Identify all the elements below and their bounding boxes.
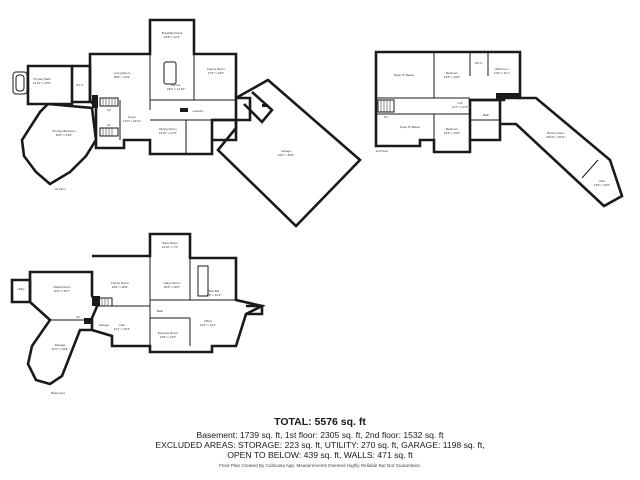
room-text: 30'10" x 15'11" [546,135,566,139]
primary-bedroom-walls [20,102,98,186]
room-text: Dining Room [159,127,177,131]
room-text: Dn [384,115,388,119]
first-floor-labels: Primary Bath 11'10" x 13'6" W.I.C. Prima… [33,31,294,191]
room-text: 14'6" x 14'1" [200,323,216,327]
room-text: 14'8" x 12'0" [444,75,460,79]
laundry-walls [212,118,238,142]
room-text: Family Room [111,281,129,285]
excluded-areas-line-2: OPEN TO BELOW: 439 sq. ft, WALLS: 471 sq… [227,450,413,460]
room-text: 23'8" x 28'4" [164,285,180,289]
basement-plan [10,232,266,386]
room-text: Bath [157,309,164,313]
room-text: 10'1" x 16'3" [114,327,130,331]
room-text: Living Room [114,71,131,75]
room-text: Dn [107,123,111,127]
room-text: 11'10" x 13'6" [33,81,51,85]
room-text: Laundry [193,109,204,113]
room-text: Bathroom [495,67,509,71]
room-text: 17'6" x 24'5" [208,71,224,75]
room-text: Bedroom [446,71,459,75]
second-floor-labels: Open To Below Bedroom 14'8" x 12'0" W.I.… [376,61,611,187]
room-text: Up [76,315,80,319]
room-text: Kitchen [171,83,181,87]
room-text: Open To Below [400,125,421,129]
room-text: Family Room [207,67,225,71]
room-text: Utility [17,287,25,291]
floor-label: 2nd Floor [376,149,389,153]
room-text: 12'8" x 12'1" [164,35,180,39]
utility-walls [10,278,32,304]
room-text: W.I.C. [475,61,483,65]
floor-label: Basement [51,391,65,395]
room-text: 12'10" x 7'6" [162,245,178,249]
second-floor-stairs [377,99,395,113]
room-text: Attic [599,179,605,183]
wet-bar-counter [197,265,209,297]
room-text: 8'5" x 19'4" [207,293,222,297]
room-text: Game Room [163,281,181,285]
basement-storage-walls [246,304,264,316]
room-text: Hall [119,323,125,327]
bathtub [12,71,28,95]
excluded-areas-line: EXCLUDED AREAS: STORAGE: 223 sq. ft, UTI… [155,440,485,450]
room-text: Wet Bar [209,289,220,293]
room-text: Office [204,319,212,323]
room-text: 20'8" x 21'6" [56,133,72,137]
second-floor-plan [374,50,624,208]
room-text: Bedroom [446,127,459,131]
first-floor-plan [12,18,362,228]
kitchen-island [163,61,177,85]
room-text: Storage [55,343,66,347]
room-text: 18'4" x 17'10" [167,87,185,91]
floor-plan-drawing: Primary Bath 11'10" x 13'6" W.I.C. Prima… [10,18,624,395]
disclaimer: Floor Plan Created By Cubicasa App. Meas… [219,463,421,468]
room-text: 13'9" x 15'0" [594,183,610,187]
room-text: 13'7" x 11'5" [452,105,468,109]
bonus-room-walls [500,96,624,208]
first-floor-stairs [99,97,119,137]
room-text: Primary Bedroom [52,129,76,133]
room-text: 14'8" x 14'5" [160,335,176,339]
primary-bath-walls [26,64,74,106]
floor-areas-line: Basement: 1739 sq. ft, 1st floor: 2305 s… [196,430,444,440]
basement-stairs [95,297,113,307]
room-text: Loft [457,101,462,105]
garage-walls [216,78,362,228]
room-text: Open To Below [394,73,415,77]
room-text: 20'3" x 20'7" [54,289,70,293]
room-text: 23'8" x 29'0" [112,285,128,289]
room-text: Breakfast Nook [162,31,183,35]
room-text: 12'0" x 19'8" [52,347,68,351]
room-text: Storage [99,323,110,327]
room-text: Bath [483,113,490,117]
room-text: 12'4" x 13'4" [444,131,460,135]
room-text: 12'0" x 12'11" [123,119,141,123]
room-text: Up [107,108,111,112]
room-text: Bonus Room [547,131,565,135]
room-label: Primary Bath [33,77,51,81]
room-text: Exercise Room [158,331,179,335]
total-area-title: TOTAL: 5576 sq. ft [274,416,366,428]
room-text: 24'2" x 35'8" [278,153,294,157]
room-text: 20'8" x 21'9" [114,75,130,79]
basement-labels: Utility Media Room 20'3" x 20'7" Family … [17,241,221,395]
room-text: 13'10" x 17'6" [159,131,177,135]
room-text: Media Room [53,285,71,289]
room-text: Foyer [128,115,136,119]
room-text: Garage [281,149,291,153]
room-text: W.I.C. [76,83,84,87]
room-text: Wine Room [162,241,178,245]
room-text: 11'8" x 11'1" [494,71,510,75]
floor-label: 1st Floor [54,187,66,191]
